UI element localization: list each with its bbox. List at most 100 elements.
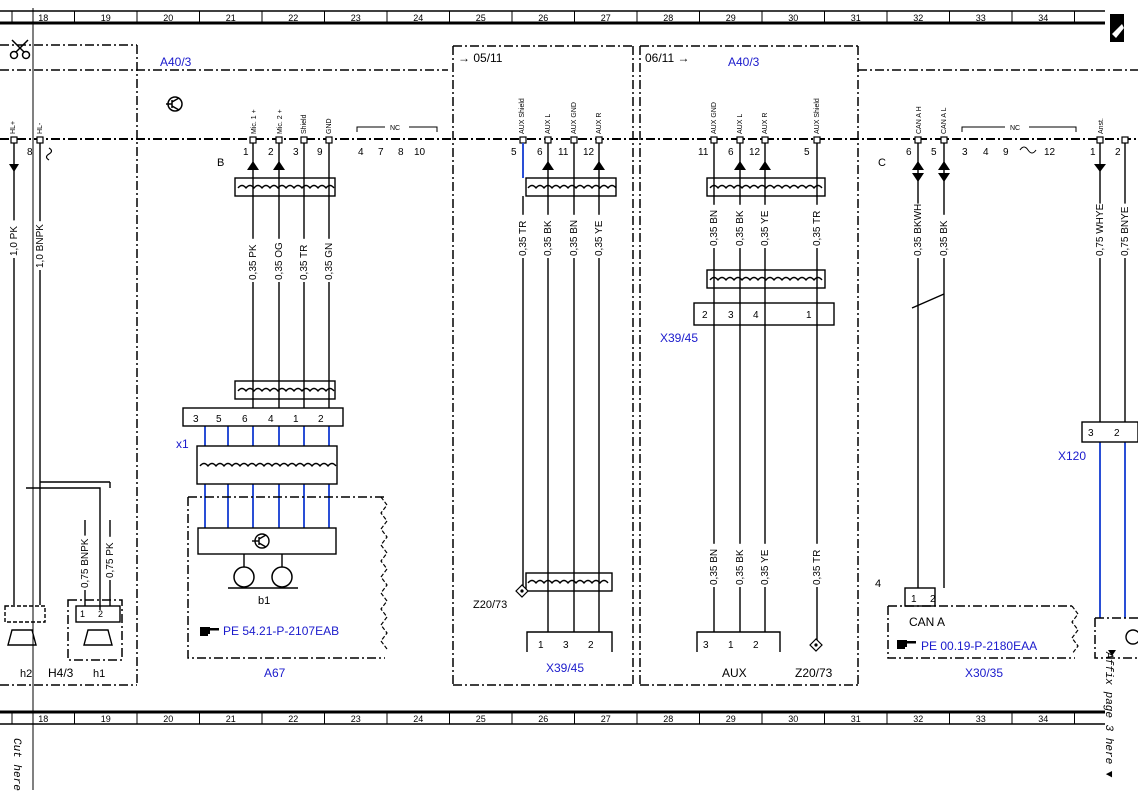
wire-color-label: 0,35 BN — [709, 210, 720, 246]
pin-terminal — [249, 136, 257, 144]
mic-harness-box — [234, 177, 336, 197]
svg-text:5: 5 — [511, 147, 517, 158]
pointing-hand-icon — [200, 627, 219, 636]
grid-column-number: 33 — [976, 13, 986, 23]
svg-text:4: 4 — [753, 310, 759, 321]
wire-color-label: 0,35 TR — [299, 245, 310, 280]
grid-column-number: 27 — [601, 714, 611, 724]
svg-text:5: 5 — [931, 147, 937, 158]
frame-label-a40-3-left: A40/3 — [160, 55, 192, 69]
pin-terminal — [595, 136, 603, 144]
svg-text:3: 3 — [962, 147, 968, 158]
z20-73-right: Z20/73 — [795, 638, 833, 680]
svg-text:2: 2 — [1115, 147, 1121, 158]
svg-text:3: 3 — [563, 640, 569, 651]
svg-text:6: 6 — [728, 147, 734, 158]
x1-pin-number: 1 — [293, 414, 299, 425]
pin-label-aux-shield-1: AUX Shield — [519, 98, 526, 134]
wire-color-label: 0,35 BK — [939, 220, 950, 256]
svg-text:NC: NC — [390, 125, 400, 132]
svg-text:1: 1 — [243, 147, 249, 158]
grid-column-number: 22 — [288, 714, 298, 724]
pin-label-can-a-h: CAN A H — [916, 106, 923, 134]
pin-terminal — [10, 136, 18, 144]
x1-pin-number: 2 — [318, 414, 324, 425]
connector-letter-b: B — [217, 157, 224, 169]
grid-column-number: 33 — [976, 714, 986, 724]
a67-ref: PE 54.21-P-2107EAB — [223, 624, 339, 638]
speaker-icon — [7, 629, 37, 646]
wire-color-label: 0,35 TR — [518, 221, 529, 256]
svg-text:6: 6 — [537, 147, 543, 158]
svg-text:8: 8 — [398, 147, 404, 158]
grid-column-number: 18 — [38, 13, 48, 23]
svg-text:H4/3: H4/3 — [48, 666, 74, 680]
x39-45-bottom-connector: 1 3 2 X39/45 — [526, 631, 613, 675]
wire-color-label: 0,35 BKWH — [913, 204, 924, 256]
grid-column-number: 23 — [351, 13, 361, 23]
pin-num-8: 8 — [27, 147, 33, 158]
pin-label-hl-minus: HL- — [37, 122, 44, 134]
grid-column-number: 25 — [476, 13, 486, 23]
pin-terminal — [761, 136, 769, 144]
connector-triangle — [247, 161, 259, 170]
svg-text:1: 1 — [1090, 147, 1096, 158]
svg-text:2: 2 — [98, 609, 103, 619]
aux1-harness-box — [525, 177, 617, 197]
pin-label-aux-l-1: AUX L — [545, 114, 552, 134]
pin-terminal — [36, 136, 44, 144]
bus-terminal-icon — [912, 161, 924, 182]
harness-break — [527, 579, 609, 585]
svg-text:x1: x1 — [176, 437, 189, 451]
x39-45-top-connector: 2 3 4 1 X39/45 — [660, 302, 835, 345]
svg-text:10: 10 — [414, 147, 426, 158]
scissors-icon — [9, 39, 31, 60]
bridge-arrows — [1019, 146, 1037, 154]
svg-text:11: 11 — [558, 147, 569, 158]
svg-text:X39/45: X39/45 — [546, 661, 584, 675]
connector-pin-numbers: 8 B 1 2 3 9 4 7 8 10 5 6 11 12 11 6 12 5… — [27, 147, 1121, 169]
pin-label-aux-r-1: AUX R — [596, 113, 603, 134]
svg-text:3: 3 — [1088, 428, 1094, 439]
mic-lower-box — [234, 380, 336, 400]
grid-column-number: 32 — [913, 13, 923, 23]
svg-text:h2: h2 — [20, 668, 32, 680]
speaker-icon — [83, 629, 113, 646]
pin-terminal — [736, 136, 744, 144]
aux2-lower-box — [706, 269, 826, 289]
left-terminal-arrows — [9, 147, 53, 172]
wire-color-label: 0,35 TR — [812, 550, 823, 585]
pin-label-can-a-l: CAN A L — [941, 107, 948, 134]
svg-text:12: 12 — [583, 147, 595, 158]
svg-text:3: 3 — [728, 310, 734, 321]
svg-text:4: 4 — [358, 147, 364, 158]
svg-text:1: 1 — [728, 640, 734, 651]
connector-triangle — [1094, 164, 1106, 172]
svg-text:3: 3 — [703, 640, 709, 651]
grid-column-number: 25 — [476, 714, 486, 724]
svg-text:4: 4 — [983, 147, 989, 158]
grid-column-number: 22 — [288, 13, 298, 23]
svg-text:9: 9 — [1003, 147, 1009, 158]
wire-color-label: 0,35 YE — [760, 210, 771, 246]
grid-column-number: 29 — [726, 714, 736, 724]
svg-text:12: 12 — [749, 147, 761, 158]
pin-terminal — [519, 136, 527, 144]
grid-column-number: 34 — [1038, 13, 1048, 23]
pin-label-aux-shield-2: AUX Shield — [814, 98, 821, 134]
svg-text:11: 11 — [698, 147, 709, 158]
grid-column-number: 26 — [538, 13, 548, 23]
grid-column-number: 28 — [663, 714, 673, 724]
x1-pin-number: 5 — [216, 414, 222, 425]
corner-page-icon — [1110, 14, 1124, 42]
pin-label-mic1: Mic. 1 + — [251, 109, 258, 134]
x1-pin-number: 6 — [242, 414, 248, 425]
wire-color-label: 0,35 YE — [760, 549, 771, 585]
wire-color-label: 0,35 OG — [274, 242, 285, 280]
pin-label-shield: Shield — [301, 114, 308, 134]
harness-break — [199, 462, 337, 468]
svg-text:X30/35: X30/35 — [965, 666, 1003, 680]
harness-break — [527, 184, 617, 190]
